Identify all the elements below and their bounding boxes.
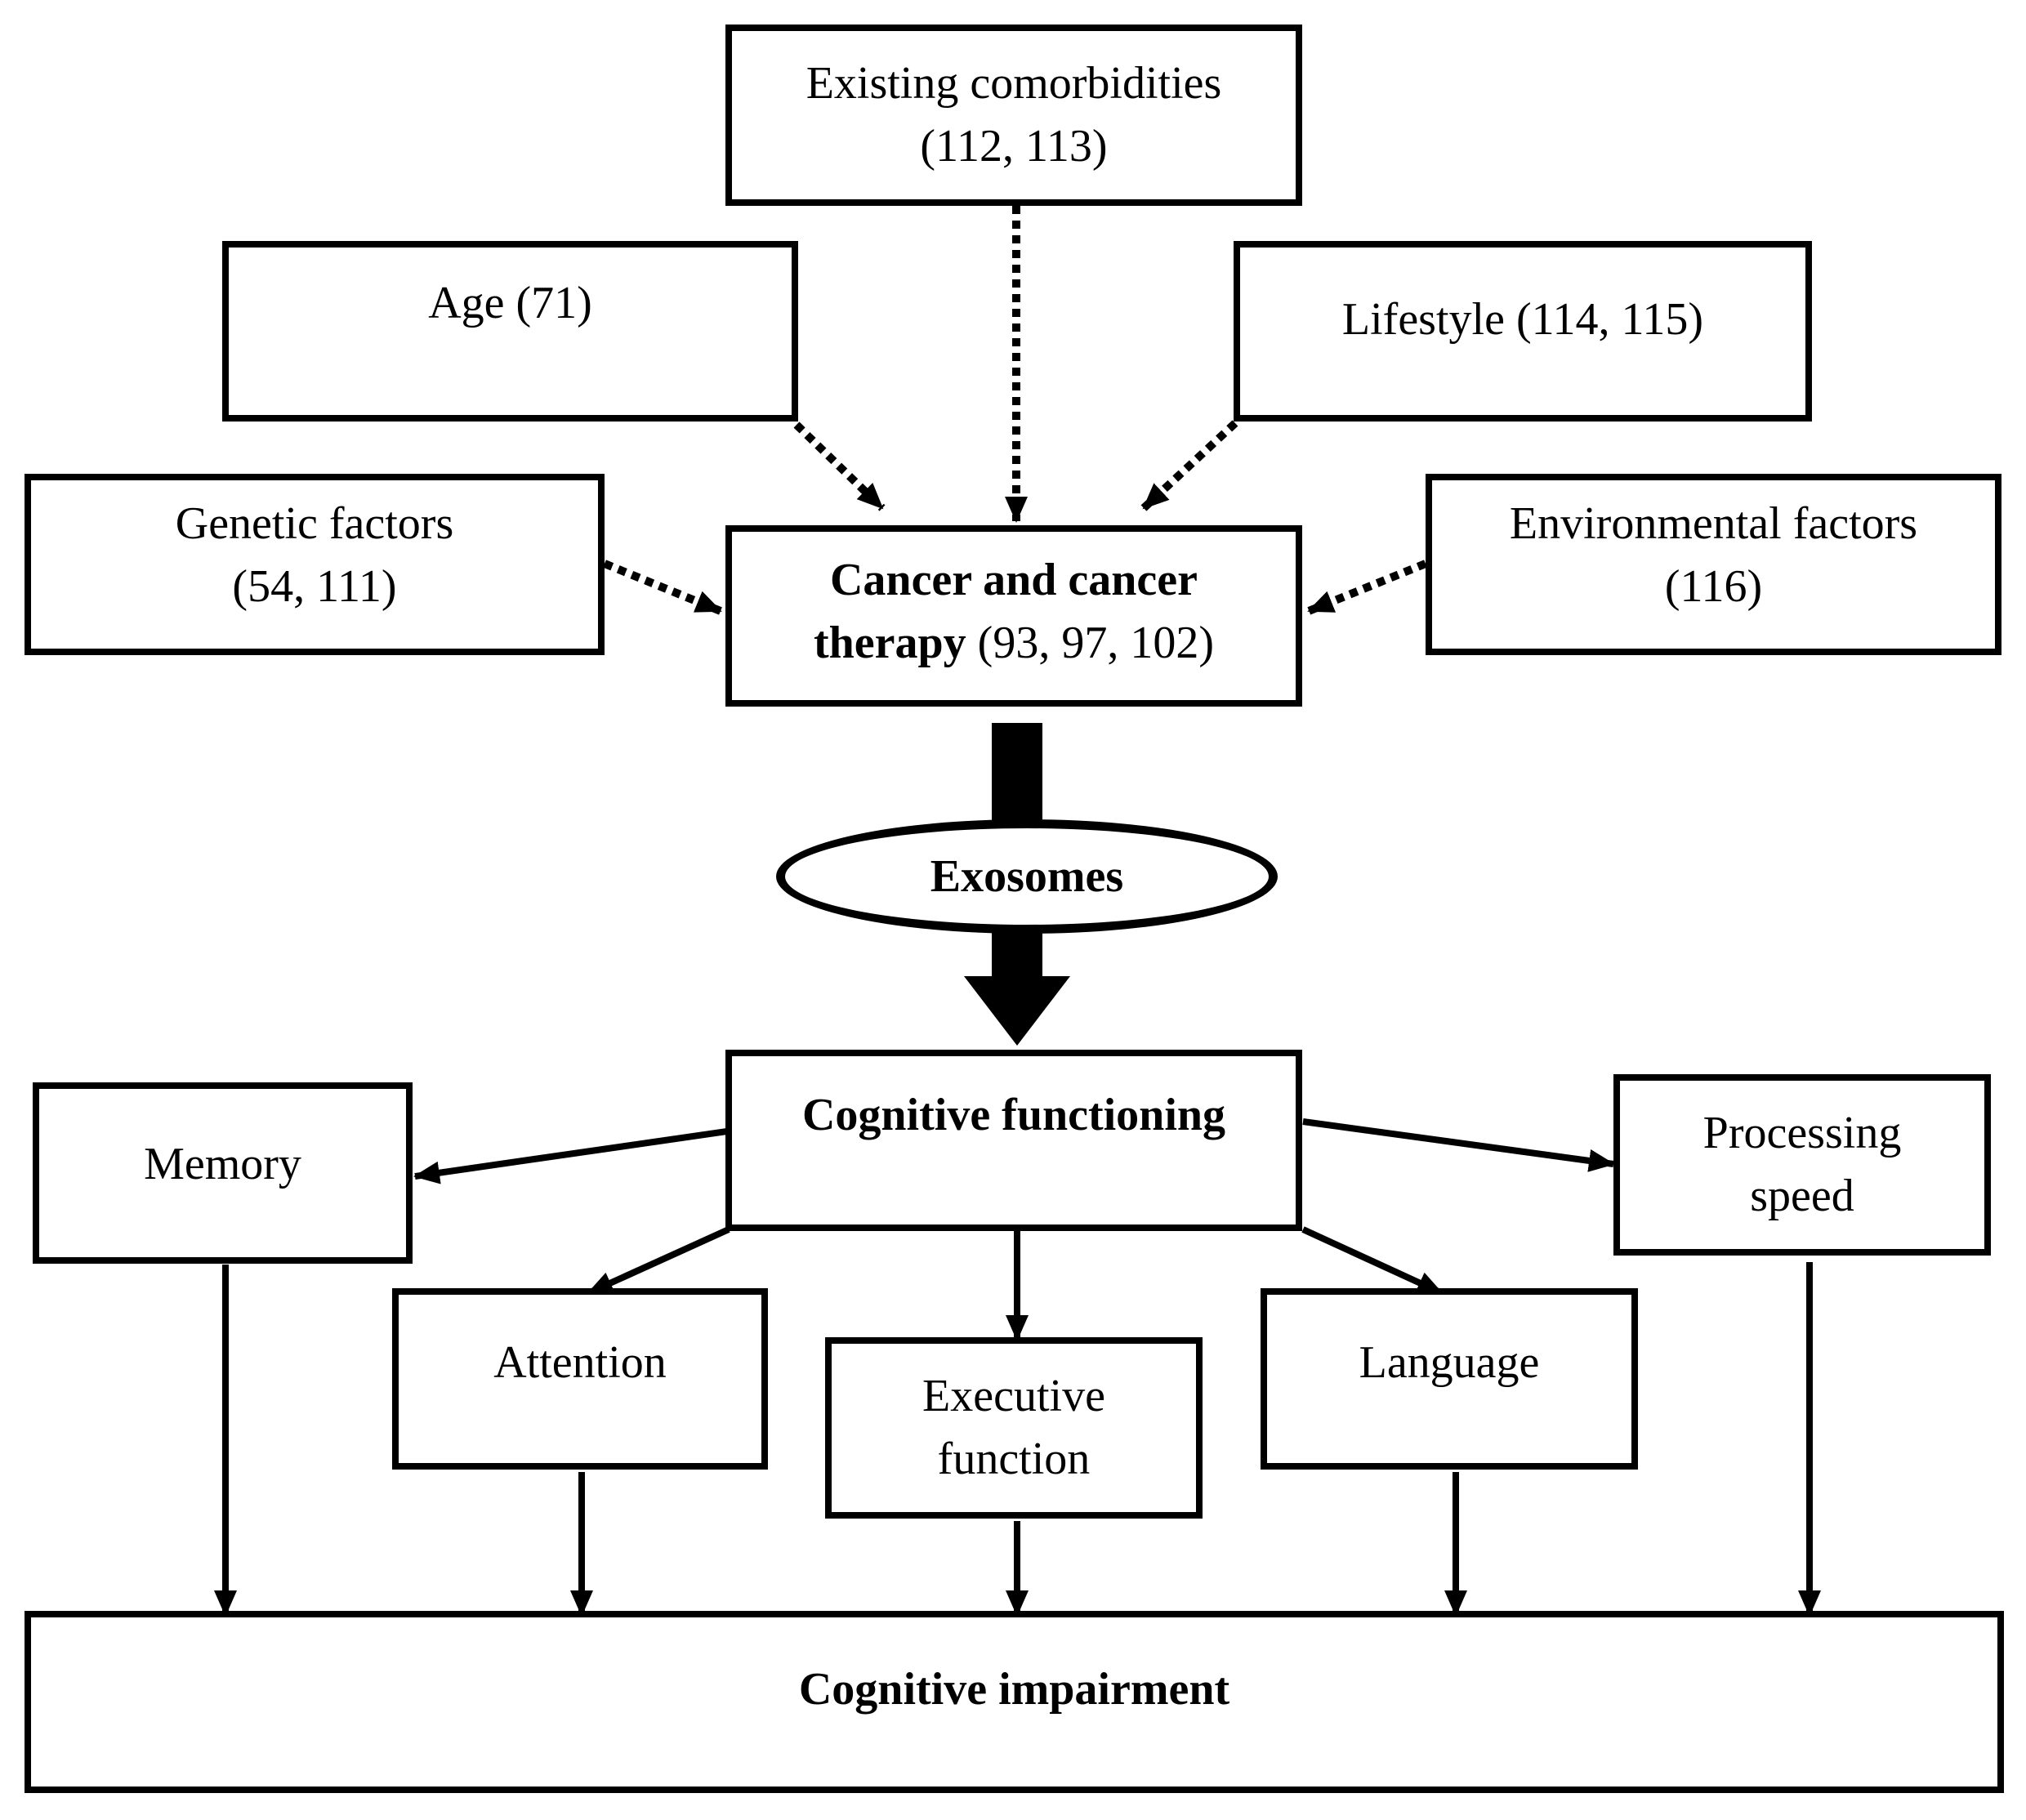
- age-box: Age (71): [222, 241, 798, 422]
- memory-label: Memory: [144, 1139, 301, 1190]
- executive-function-label-2: function: [937, 1434, 1091, 1484]
- genetic-factors-label: Genetic factors: [175, 497, 454, 549]
- block-arrow-upper: [992, 723, 1042, 821]
- environmental-factors-refs: (116): [1664, 561, 1763, 612]
- exosomes-ellipse: Exosomes: [776, 819, 1278, 934]
- memory-box: Memory: [33, 1082, 413, 1264]
- existing-comorbidities-box: Existing comorbidities (112, 113): [725, 25, 1302, 206]
- arrow-genetic-to-cancer: [603, 560, 722, 615]
- genetic-factors-box: Genetic factors (54, 111): [25, 474, 605, 655]
- lifestyle-box: Lifestyle (114, 115): [1234, 241, 1812, 422]
- arrow-to-processing-speed: [1302, 1118, 1615, 1172]
- language-box: Language: [1261, 1288, 1638, 1470]
- cancer-therapy-box: Cancer and cancer therapy (93, 97, 102): [725, 525, 1302, 707]
- existing-comorbidities-label: Existing comorbidities: [805, 57, 1222, 109]
- block-arrow-head: [964, 976, 1070, 1046]
- arrow-age-to-cancer: [793, 422, 886, 511]
- existing-comorbidities-refs: (112, 113): [920, 121, 1108, 172]
- cognitive-functioning-label: Cognitive functioning: [801, 1090, 1226, 1141]
- cancer-therapy-title: Cancer and cancer: [829, 554, 1198, 605]
- environmental-factors-box: Environmental factors (116): [1426, 474, 2001, 655]
- arrow-environmental-to-cancer: [1307, 560, 1427, 615]
- processing-speed-label-2: speed: [1750, 1171, 1854, 1221]
- age-label: Age (71): [428, 278, 592, 328]
- attention-label: Attention: [493, 1337, 667, 1389]
- cancer-therapy-title-2: therapy: [814, 618, 966, 668]
- arrow-to-language: [1301, 1226, 1444, 1296]
- executive-function-box: Executive function: [825, 1337, 1203, 1519]
- block-arrow-lower-shaft: [992, 931, 1042, 980]
- attention-box: Attention: [392, 1288, 768, 1470]
- executive-function-label: Executive: [922, 1370, 1105, 1421]
- genetic-factors-refs: (54, 111): [232, 561, 397, 612]
- language-label: Language: [1359, 1337, 1540, 1389]
- arrow-to-attention: [587, 1226, 730, 1296]
- environmental-factors-label: Environmental factors: [1509, 497, 1918, 549]
- cancer-therapy-refs: (93, 97, 102): [966, 618, 1214, 668]
- cognitive-impairment-label: Cognitive impairment: [798, 1663, 1230, 1715]
- cognitive-functioning-box: Cognitive functioning: [725, 1050, 1302, 1231]
- exosomes-label: Exosomes: [930, 851, 1124, 902]
- lifestyle-label: Lifestyle (114, 115): [1341, 293, 1704, 345]
- processing-speed-label: Processing: [1702, 1107, 1902, 1158]
- processing-speed-box: Processing speed: [1613, 1074, 1991, 1256]
- arrow-lifestyle-to-cancer: [1140, 420, 1238, 511]
- arrow-to-memory: [413, 1128, 728, 1184]
- cognitive-impairment-box: Cognitive impairment: [25, 1611, 2004, 1793]
